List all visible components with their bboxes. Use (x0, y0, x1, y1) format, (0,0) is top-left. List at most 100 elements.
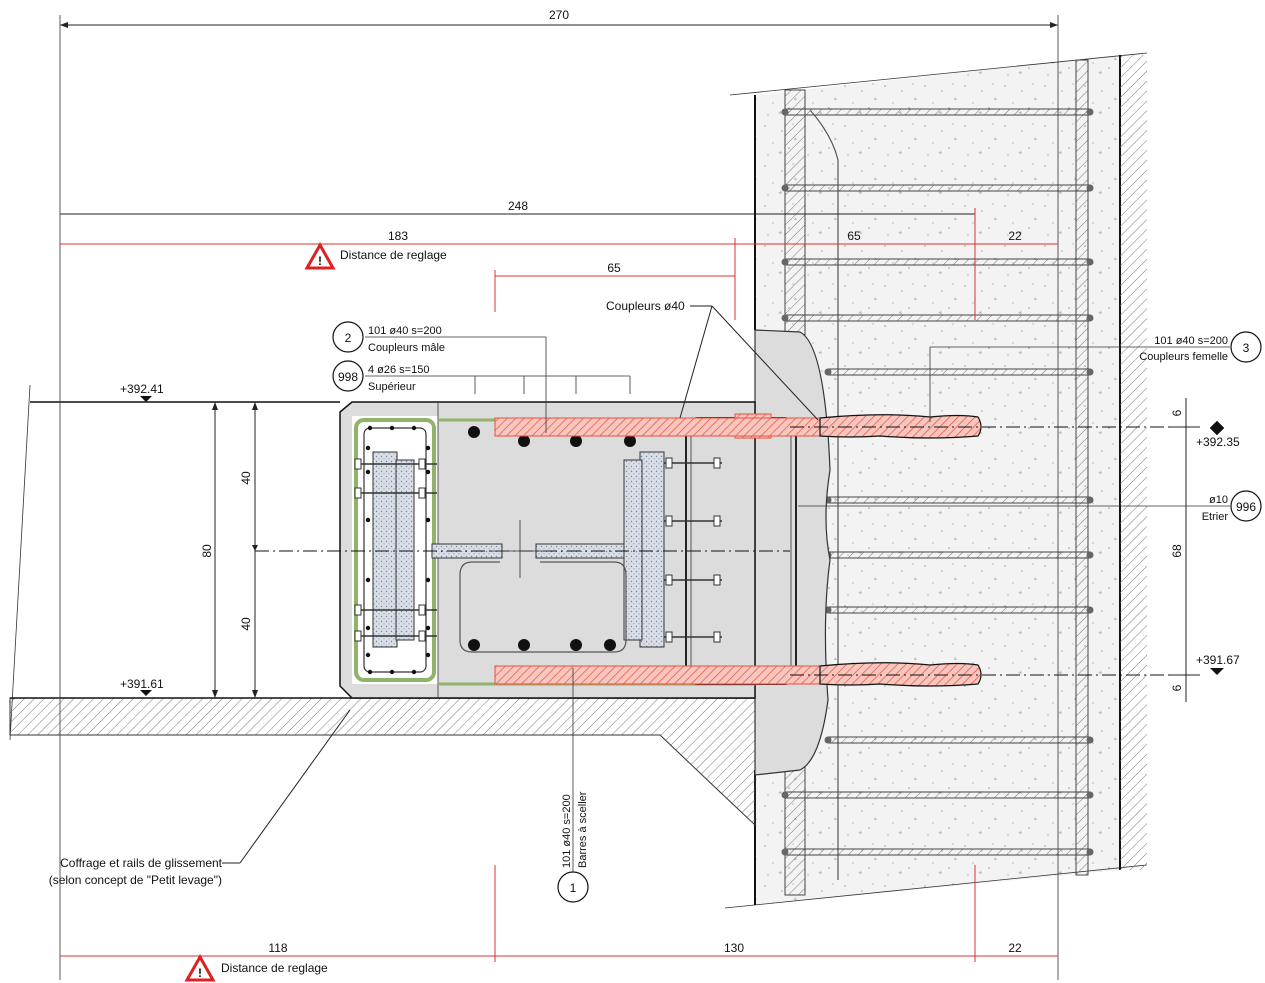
elevation-marks: +392.41 +391.61 +392.35 +391.67 (120, 382, 1240, 696)
dimension-lines (59, 15, 1200, 980)
rebar-section (604, 639, 616, 651)
distance-reglage-bottom: Distance de reglage (221, 961, 328, 975)
coupleurs-callout: Coupleurs ø40 (606, 299, 819, 421)
elevation-left-top: +392.41 (120, 382, 164, 396)
rebar-section (518, 435, 530, 447)
tag-996-line1: ø10 (1209, 494, 1228, 506)
wall-rebar (784, 258, 1091, 266)
elevation-left-bottom: +391.61 (120, 677, 164, 691)
dim-68: 68 (1170, 544, 1184, 558)
rebar-end (781, 848, 789, 856)
dim-6-top: 6 (1170, 409, 1184, 416)
coffrage-callout: Coffrage et rails de glissement (selon c… (49, 709, 351, 887)
bolts (354, 457, 722, 643)
dim-80: 80 (200, 544, 214, 558)
tag-1: 1 101 ø40 s=200 Barres à sceller (557, 668, 589, 903)
rebar-section (570, 639, 582, 651)
tag-1-line1: 101 ø40 s=200 (561, 794, 573, 868)
tag-996-line2: Etrier (1202, 511, 1229, 523)
tag-3: 3 101 ø40 s=200 Coupleurs femelle (929, 331, 1262, 422)
dim-40-top: 40 (239, 471, 253, 485)
dim-40-bottom: 40 (239, 617, 253, 631)
dimension-texts: 270 248 183 65 22 65 118 130 22 80 40 40… (200, 8, 1184, 955)
rebar-section (468, 426, 480, 438)
wall-rebar (827, 606, 1091, 614)
rebar-end (1086, 736, 1094, 744)
wall-rebar (784, 108, 1091, 116)
wall-rebar (784, 848, 1091, 856)
rebar-end (781, 184, 789, 192)
axis-lines (255, 426, 1200, 676)
rebar-end (1086, 551, 1094, 559)
tag-998-line1: 4 ø26 s=150 (368, 364, 429, 376)
coffrage-line2: (selon concept de "Petit levage") (49, 873, 222, 887)
rebar-end (1086, 606, 1094, 614)
warning-bottom: ! Distance de reglage (184, 953, 328, 982)
rebar-section (624, 435, 636, 447)
dim-22-right: 22 (1008, 229, 1022, 243)
tag-1-line2: Barres à sceller (577, 791, 589, 868)
wall-rebar (827, 496, 1091, 504)
tag-1-number: 1 (570, 881, 577, 895)
coupler-bars (494, 414, 982, 687)
rebar-section (468, 639, 480, 651)
rebar-end (781, 258, 789, 266)
tag-996: 996 ø10 Etrier (798, 490, 1262, 523)
dim-248: 248 (508, 199, 528, 213)
distance-reglage-top: Distance de reglage (340, 248, 447, 262)
dim-118: 118 (268, 941, 287, 955)
warning-icon (184, 953, 216, 982)
svg-text:!: ! (318, 254, 322, 268)
tag-2-number: 2 (345, 331, 352, 345)
rebar-end (1086, 258, 1094, 266)
tag-996-number: 996 (1236, 500, 1256, 514)
dim-65-inner: 65 (607, 261, 621, 275)
dim-130: 130 (724, 941, 744, 955)
connection-block (339, 329, 831, 776)
dim-6-bottom: 6 (1170, 684, 1184, 691)
tag-2: 2 101 ø40 s=200 Coupleurs mâle (332, 321, 547, 433)
wall-rebar (827, 736, 1091, 744)
elevation-right-top: +392.35 (1196, 435, 1240, 449)
rebar-end (1086, 368, 1094, 376)
wall-rebar (827, 368, 1091, 376)
coffrage-line1: Coffrage et rails de glissement (60, 856, 223, 870)
rebar-end (824, 368, 832, 376)
warning-top: ! Distance de reglage (304, 241, 447, 270)
tag-2-line1: 101 ø40 s=200 (368, 325, 442, 337)
wall-rebar (784, 314, 1091, 322)
tag-998-number: 998 (338, 370, 358, 384)
tag-3-number: 3 (1243, 341, 1250, 355)
rebar-end (781, 108, 789, 116)
dim-22-bottom: 22 (1008, 941, 1022, 955)
rebar-end (781, 314, 789, 322)
rebar-end (1086, 314, 1094, 322)
rebar-end (1086, 791, 1094, 799)
dim-270: 270 (549, 8, 569, 22)
tag-3-line1: 101 ø40 s=200 (1154, 335, 1228, 347)
elevation-right-bottom: +391.67 (1196, 653, 1240, 667)
warning-icon (304, 241, 336, 270)
rebar-end (1086, 184, 1094, 192)
dim-183: 183 (388, 229, 408, 243)
horizontal-rebars (781, 108, 1094, 856)
wall-rebar (784, 184, 1091, 192)
coupleurs-label: Coupleurs ø40 (606, 299, 685, 313)
dim-65-right: 65 (847, 229, 861, 243)
rebar-section (570, 435, 582, 447)
wall-rebar (784, 791, 1091, 799)
svg-text:!: ! (198, 966, 202, 980)
tag-998-line2: Supérieur (368, 381, 416, 393)
tag-998: 998 4 ø26 s=150 Supérieur (332, 360, 631, 394)
rebar-end (1086, 496, 1094, 504)
rebar-end (1086, 108, 1094, 116)
rebar-end (824, 736, 832, 744)
rebar-dots (365, 425, 636, 675)
rebar-section (518, 639, 530, 651)
tag-3-line2: Coupleurs femelle (1139, 351, 1228, 363)
tag-2-line2: Coupleurs mâle (368, 342, 445, 354)
rebar-end (781, 791, 789, 799)
wall-rebar (827, 551, 1091, 559)
rebar-end (1086, 848, 1094, 856)
